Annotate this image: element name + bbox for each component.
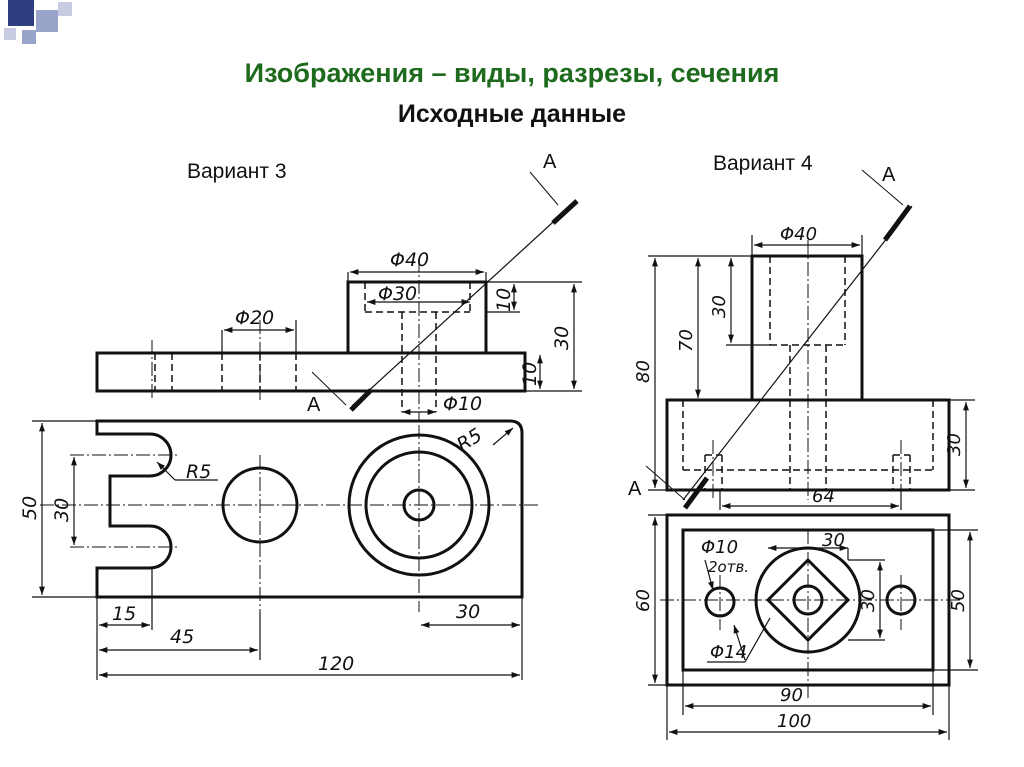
v3-section-mark-bottom: A [307,394,321,416]
v3-dim-l120: 120 [318,653,354,675]
variant4-drawing: Φ40 30 70 80 30 64 Φ10 2отв. 30 30 Φ14 6… [633,169,978,740]
v3-dim-d20: Φ20 [235,307,274,329]
v3-dim-h10a: 10 [493,288,515,312]
v4-dim-h30: 30 [709,295,730,318]
v4-dim-l100: 100 [777,711,811,732]
v3-dim-d40: Φ40 [390,249,429,271]
variant4-label: Вариант 4 [713,152,813,175]
variant3-label: Вариант 3 [187,160,287,183]
v4-dim-w60: 60 [633,589,654,612]
v3-dim-d10: Φ10 [443,393,482,415]
v4-dim-h30b: 30 [944,433,965,456]
v4-dim-d10: Φ10 [701,537,738,558]
v3-dim-r5b: R5 [453,424,486,456]
v4-dim-d14: Φ14 [710,642,747,663]
v4-dim-l90: 90 [780,685,803,706]
v4-dim-s30: 30 [822,530,845,551]
v4-front-centerlines [712,240,902,500]
v3-dimensions [32,269,582,680]
v4-dim-d40: Φ40 [780,224,817,245]
slide-subtitle: Исходные данные [397,100,627,128]
v3-dim-h10b: 10 [519,362,541,386]
variant3-drawing: Φ40 Φ30 Φ20 Φ10 10 30 10 R5 R5 50 30 15 … [19,171,582,680]
slide-title: Изображения – виды, разрезы, сечения [244,58,780,88]
v4-dim-l64: 64 [812,486,835,507]
v4-dimensions [648,235,978,740]
corner-decoration [0,0,80,60]
v4-dim-holes: 2отв. [708,558,749,576]
v3-dimension-texts: Φ40 Φ30 Φ20 Φ10 10 30 10 R5 R5 50 30 15 … [19,249,573,675]
v3-dim-h30: 30 [551,326,573,350]
v3-dim-w30: 30 [51,498,73,522]
v3-dim-l15: 15 [112,603,136,625]
v4-section-mark-top: A [882,164,896,186]
v4-dimension-texts: Φ40 30 70 80 30 64 Φ10 2отв. 30 30 Φ14 6… [633,224,969,732]
v4-section-mark-bottom: A [628,478,642,500]
v4-top-centerlines [660,530,960,700]
v3-dim-l30: 30 [456,601,480,623]
v4-dim-w50: 50 [948,589,969,612]
v3-front-centerlines [151,258,420,420]
v3-dim-l45: 45 [170,626,194,648]
v3-dim-r5a: R5 [186,461,211,483]
v4-dim-s30v: 30 [858,589,879,612]
v3-section-mark-top: A [543,151,557,173]
v3-dim-d30: Φ30 [378,283,417,305]
v3-front-view [95,280,527,393]
v3-top-centerlines [40,425,540,612]
v4-dim-h70: 70 [676,329,697,352]
v3-dim-w50: 50 [19,496,41,520]
v4-dim-h80: 80 [633,360,654,383]
